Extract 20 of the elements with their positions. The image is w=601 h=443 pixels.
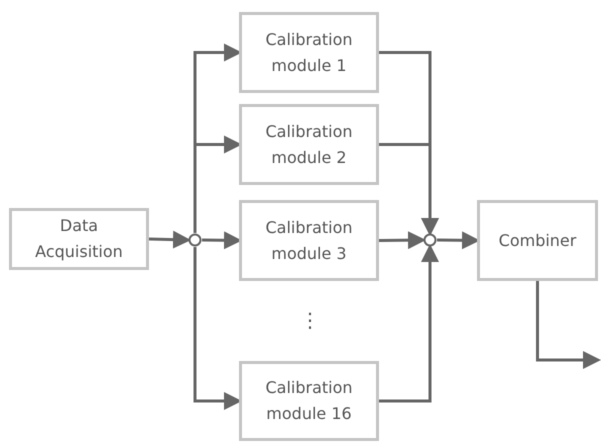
box-label: Calibration module 2 [264, 120, 354, 168]
arrow [379, 244, 439, 402]
process-box [239, 104, 379, 185]
arrow [378, 231, 426, 250]
junction-circle [188, 233, 202, 247]
process-box [9, 208, 149, 270]
junction-circle [423, 233, 437, 247]
arrow [379, 143, 439, 236]
arrow [148, 230, 191, 249]
box-label: Calibration module 3 [264, 216, 354, 264]
box-label: Calibration module 16 [264, 377, 354, 425]
process-box [239, 361, 379, 441]
box-label: Combiner [498, 230, 576, 252]
process-box [239, 12, 379, 93]
process-box [239, 200, 379, 281]
box-label: Data Acquisition [34, 215, 124, 263]
process-box [477, 200, 598, 281]
ellipsis-label: ⋮ [300, 307, 320, 334]
arrow [536, 281, 601, 369]
box-label: Calibration module 1 [264, 28, 354, 76]
